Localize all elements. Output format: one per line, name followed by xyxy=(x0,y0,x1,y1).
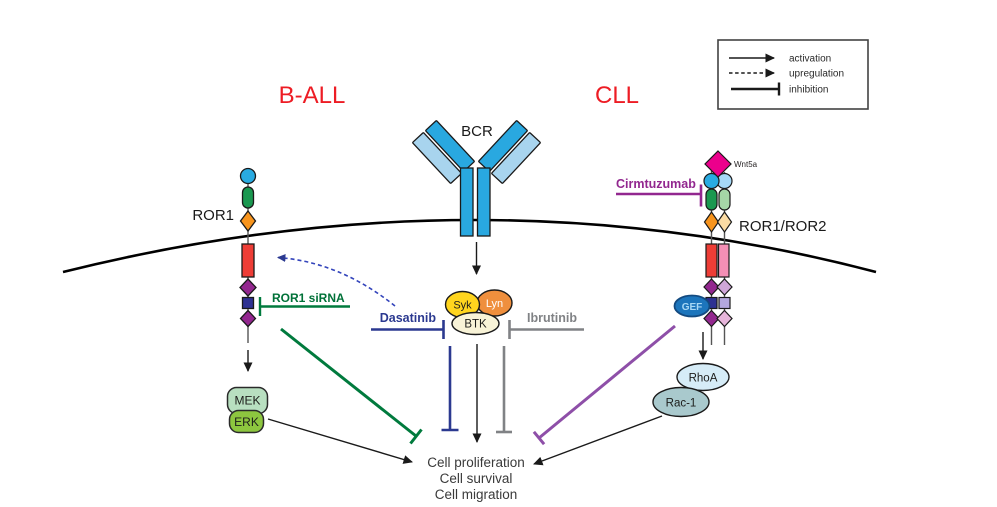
ror1-serine-domain-2 xyxy=(239,309,257,328)
rhoa-rac1-complex: RhoA Rac-1 xyxy=(652,362,730,418)
ror1-ror2-receptor: GEF xyxy=(673,150,733,345)
ror1b-kinase-domain xyxy=(705,243,718,278)
rac1-label: Rac-1 xyxy=(666,398,697,410)
rac1-to-outcomes-arrow xyxy=(533,415,663,466)
ror1b-crd-domain xyxy=(705,188,718,211)
dasatinib-inhibits-btk xyxy=(371,320,445,339)
ror1b-serine-domain-2 xyxy=(703,309,720,328)
wnt5a-ligand xyxy=(704,150,732,178)
ror1-proline-domain xyxy=(241,296,255,310)
mek-label: MEK xyxy=(234,394,260,408)
btk-label: BTK xyxy=(464,319,487,331)
bcr-right-arm-light-segment xyxy=(491,132,541,184)
sirna-inhibits-outcomes xyxy=(280,327,423,445)
bcr-left-arm-light-segment xyxy=(412,132,462,184)
bcr-label: BCR xyxy=(461,123,493,140)
ibrutinib-inhibits-outcomes xyxy=(496,346,512,434)
bcr-receptor xyxy=(412,120,541,237)
cirmtuzumab-label: Cirmtuzumab xyxy=(616,177,696,191)
ror1-ig-domain xyxy=(239,167,257,185)
ror2-kringle-domain xyxy=(716,210,733,234)
gef-label: GEF xyxy=(682,302,703,313)
dasatinib-inhibits-outcomes xyxy=(441,346,459,432)
ror1-label: ROR1 xyxy=(192,207,234,224)
ror1-kringle-domain xyxy=(239,209,257,233)
ror1-serine-domain-1 xyxy=(239,278,257,297)
ror1-kinase-domain xyxy=(241,243,255,278)
cirmtuzumab-inhibits-outcomes xyxy=(532,324,676,446)
btk-node xyxy=(451,311,500,336)
ror2-proline-domain xyxy=(718,296,731,310)
bcr-left-arm-dark-segment xyxy=(425,120,475,172)
mek-erk-complex: MEK ERK xyxy=(226,386,269,434)
cell-outcomes: Cell proliferation Cell survival Cell mi… xyxy=(427,455,525,502)
legend-inhibition-label: inhibition xyxy=(789,85,828,96)
ibrutinib-label: Ibrutinib xyxy=(527,311,577,325)
title-b-all: B-ALL xyxy=(279,82,346,109)
ror1-crd-domain xyxy=(241,186,255,209)
title-cll: CLL xyxy=(595,82,639,109)
legend-activation-label: activation xyxy=(789,54,831,65)
sirna-inhibits-ror1 xyxy=(258,297,350,316)
ror1-receptor xyxy=(239,167,257,343)
kinase-complex: Lyn Syk BTK xyxy=(444,289,513,336)
legend: activation upregulation inhibition xyxy=(717,39,869,110)
lyn-label: Lyn xyxy=(486,298,503,310)
cell-membrane xyxy=(62,218,877,274)
ror2-serine-domain-2 xyxy=(716,309,733,328)
erk-node xyxy=(228,409,265,434)
rac1-node xyxy=(652,386,710,418)
bcr-transmembrane-bar-left xyxy=(459,167,474,237)
syk-label: Syk xyxy=(453,300,472,312)
gef-node xyxy=(673,294,711,318)
outcome-survival: Cell survival xyxy=(440,471,513,486)
bcr-right-arm-dark-segment xyxy=(478,120,528,172)
ror1b-serine-domain-1 xyxy=(703,278,720,296)
outcome-proliferation: Cell proliferation xyxy=(427,455,525,470)
wnt5a-label: Wnt5a xyxy=(734,160,758,169)
erk-label: ERK xyxy=(234,415,259,429)
dasatinib-upregulates-ror1-dashed-arrow xyxy=(277,254,396,307)
cirmtuzumab-inhibits-ror1ror2 xyxy=(616,184,703,207)
rhoa-label: RhoA xyxy=(689,373,718,385)
dasatinib-label: Dasatinib xyxy=(380,311,437,325)
legend-upregulation-label: upregulation xyxy=(789,69,844,80)
ibrutinib-inhibits-btk xyxy=(508,320,584,339)
legend-box xyxy=(717,39,869,110)
ror2-kinase-domain xyxy=(717,243,730,278)
outcome-migration: Cell migration xyxy=(435,487,518,502)
erk-to-outcomes-arrow xyxy=(267,418,413,464)
ror1b-kringle-domain xyxy=(703,210,720,234)
ror1-ror2-label: ROR1/ROR2 xyxy=(739,218,827,235)
ror2-serine-domain-1 xyxy=(716,278,733,296)
bcr-transmembrane-bar-right xyxy=(476,167,491,237)
rhoa-node xyxy=(676,362,730,392)
ror2-crd-domain xyxy=(718,188,731,211)
ror1-sirna-label: ROR1 siRNA xyxy=(272,291,345,305)
